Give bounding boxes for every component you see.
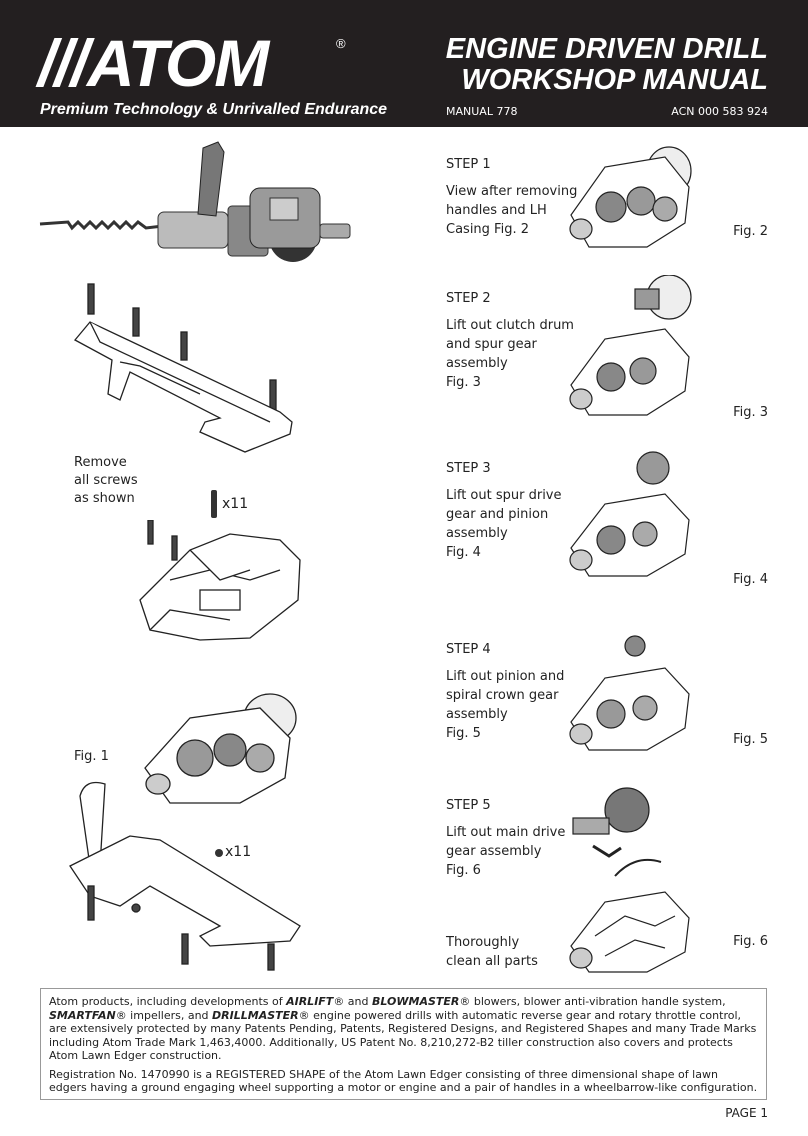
screw-count-1: x11 [222,496,249,512]
lower-handle-illustration [69,781,301,971]
atom-logo: ///ATOM [38,26,269,100]
step-2: STEP 2 Lift out clutch drum and spur gea… [446,291,574,390]
acn-number: ACN 000 583 924 [671,105,768,118]
step-4-title: STEP 4 [446,642,491,657]
fig-2-label: Fig. 2 [733,224,768,239]
fig-3-gearbox-illustration [569,275,692,416]
page-title: ENGINE DRIVEN DRILL WORKSHOP MANUAL [446,34,768,96]
step-2-title: STEP 2 [446,291,491,306]
manual-number: MANUAL 778 [446,105,518,118]
legal-notice-paragraph-2: Registration No. 1470990 is a REGISTERED… [49,1067,758,1095]
fig-4-gearbox-illustration [569,451,690,577]
logo-registered-mark: ® [336,36,346,51]
step-4: STEP 4 Lift out pinion and spiral crown … [446,642,565,741]
title-line-2: WORKSHOP MANUAL [461,64,768,96]
fig-6-label: Fig. 6 [733,934,768,949]
step-1: STEP 1 View after removing handles and L… [446,157,578,237]
screw-count-2: x11 [225,844,252,860]
brand-smartfan: SMARTFAN [49,1008,116,1022]
brand-airlift: AIRLIFT [286,995,334,1008]
step-5: STEP 5 Lift out main drive gear assembly… [446,798,566,878]
step-3-title: STEP 3 [446,461,491,476]
step-1-title: STEP 1 [446,157,491,172]
fig-2-gearbox-illustration [569,146,692,248]
screw-icon [211,490,217,518]
title-line-1: ENGINE DRIVEN DRILL [445,33,768,65]
drill-illustration [39,141,351,262]
brand-blowmaster: BLOWMASTER [372,995,460,1008]
casing-illustration [139,520,301,641]
handle-screws-illustration [73,283,293,453]
washer-icon [215,849,223,857]
tagline: Premium Technology & Unrivalled Enduranc… [40,101,388,118]
step-3: STEP 3 Lift out spur drive gear and pini… [446,459,566,562]
fig-6-gear-assembly-illustration [572,787,662,877]
fig-3-label: Fig. 3 [733,405,768,420]
legal-notice-paragraph-1: Atom products, including developments of… [49,995,757,1062]
final-step: Thoroughly clean all parts [446,935,538,969]
gearbox-fig1-illustration [144,693,297,804]
fig1-label: Fig. 1 [74,749,109,764]
fig-5-gearbox-illustration [569,635,690,751]
step-5-title: STEP 5 [446,798,491,813]
header-banner: ///ATOM ® Premium Technology & Unrivalle… [0,0,808,127]
legal-notice: Atom products, including developments of… [40,988,767,1100]
brand-drillmaster: DRILLMASTER [212,1008,299,1022]
fig-5-label: Fig. 5 [733,732,768,747]
fig-6-empty-casing-illustration [569,891,690,973]
remove-screws-label: Remove all screws as shown [74,455,138,506]
page-number: PAGE 1 [725,1106,768,1120]
fig-4-label: Fig. 4 [733,572,768,587]
